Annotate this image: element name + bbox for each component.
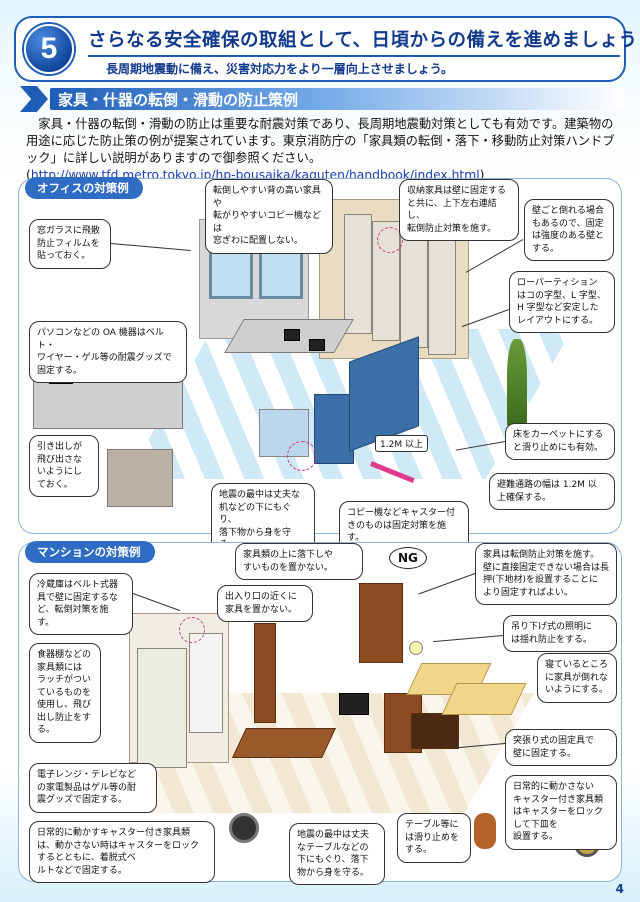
low-partition xyxy=(314,394,354,464)
drawer-cabinet xyxy=(107,449,173,507)
section-header: 5 さらなる安全確保の取組として、日頃からの備えを進めましょう 長周期地震動に備… xyxy=(14,16,637,82)
page-number: 4 xyxy=(615,882,624,896)
callout-partition: ローパーティション はコの字型、L 字型、 H 字型など安定した レイアウトにす… xyxy=(509,271,615,333)
width-tag: 1.2M 以上 xyxy=(375,435,428,452)
leader-line xyxy=(465,239,524,273)
url-open-paren: ( xyxy=(26,168,31,182)
callout-bed: 寝ているところ に家具が倒れな いようにする。 xyxy=(537,653,617,703)
intro-text: 家具・什器の転倒・滑動の防止は重要な耐震対策であり、長周期地震動対策としても有効… xyxy=(26,117,615,165)
callout-copier-placement: 転倒しやすい背の高い家具や 転がりやすいコピー機などは 窓ぎわに配置しない。 xyxy=(205,179,333,254)
leader-line xyxy=(132,593,181,612)
pc-desk xyxy=(33,379,183,429)
callout-microwave: 電子レンジ・テレビなど の家電製品はゲル等の耐 震グッズで固定する。 xyxy=(29,763,157,813)
office-panel: オフィスの対策例 1.2M 以上 窓ガラスに飛散 防止フィルムを 貼っておく。 … xyxy=(18,177,622,558)
callout-carpet: 床をカーペットにする と滑り止めにも有効。 xyxy=(505,423,615,460)
callout-casters-move: 日常的に動かすキャスター付き家具類 は、動かさない時はキャスターをロック すると… xyxy=(29,821,215,883)
callout-on-furniture: 家具類の上に落下しや すいものを置かない。 xyxy=(235,543,363,580)
heading-bar xyxy=(50,88,624,110)
plant xyxy=(507,339,527,429)
callout-brace: 突張り式の固定具で 壁に固定する。 xyxy=(505,729,617,766)
mansion-panel: マンションの対策例 NG 冷蔵庫はベルト式器 具で壁に固定するな ど、転倒対策を… xyxy=(18,541,622,885)
fridge-belt-highlight xyxy=(179,617,205,643)
mansion-label: マンションの対策例 xyxy=(25,541,155,563)
piano xyxy=(411,713,459,749)
intro-paragraph: 家具・什器の転倒・滑動の防止は重要な耐震対策であり、長周期地震動対策としても有効… xyxy=(26,116,618,184)
chevron-right-icon xyxy=(20,86,48,112)
callout-pc: パソコンなどの OA 機器はベルト・ ワイヤー・ゲル等の耐震グッズで 固定する。 xyxy=(29,321,187,383)
storage-cabinet xyxy=(344,214,372,334)
door xyxy=(254,623,276,723)
subsection-heading: 家具・什器の転倒・滑動の防止策例 xyxy=(20,86,624,112)
callout-strong-wall: 壁ごと倒れる場合 もあるので、固定 は強度のある壁と する。 xyxy=(524,199,614,261)
section-number: 5 xyxy=(24,24,74,74)
copier-highlight xyxy=(287,441,317,471)
ng-badge: NG xyxy=(389,547,427,569)
url-close-paren: ) xyxy=(479,168,485,182)
fridge xyxy=(189,633,223,733)
anchor-highlight xyxy=(377,227,403,253)
subsection-title: 家具・什器の転倒・滑動の防止策例 xyxy=(58,91,299,109)
callout-fridge: 冷蔵庫はベルト式器 具で壁に固定するな ど、転倒対策を施す。 xyxy=(29,573,133,635)
monitor xyxy=(284,329,300,341)
callout-nonslip: テーブル等に は滑り止めを する。 xyxy=(397,813,471,863)
callout-lamp: 吊り下げ式の照明に は揺れ防止をする。 xyxy=(503,615,617,652)
non-slip-pad-icon xyxy=(474,813,496,849)
leader-line xyxy=(110,243,191,251)
callout-casters-lock: 日常的に動かさない キャスター付き家具類 はキャスターをロック して下皿を 設置… xyxy=(505,775,617,850)
page-subtitle: 長周期地震動に備え、災害対応力をより一層向上させましょう。 xyxy=(106,62,454,76)
bed xyxy=(441,683,527,715)
storage-cabinet xyxy=(428,235,456,355)
callout-window-film: 窓ガラスに飛散 防止フィルムを 貼っておく。 xyxy=(29,219,111,269)
monitor xyxy=(309,339,325,351)
leader-line xyxy=(433,635,504,643)
office-label: オフィスの対策例 xyxy=(25,177,143,199)
lamp-icon xyxy=(409,641,423,655)
callout-storage-fix: 収納家具は壁に固定する と共に、上下左右連結し、 転倒防止対策を施す。 xyxy=(399,179,519,241)
callout-drawer: 引き出しが 飛び出さな いようにし ておく。 xyxy=(29,435,99,497)
callout-anchor: 家具は転倒防止対策を施す。 壁に直接固定できない場合は長 押(下地材)を設置する… xyxy=(475,543,617,605)
storage-cabinet xyxy=(400,228,428,348)
callout-entrance: 出入り口の近くに 家具を置かない。 xyxy=(217,585,313,622)
callout-cupboard: 食器棚などの 家具類には ラッチがつい ているものを 使用し、飛び 出し防止をす… xyxy=(29,643,101,743)
callout-aisle: 避難通路の幅は 1.2M 以 上確保する。 xyxy=(489,473,615,510)
cupboard xyxy=(137,648,187,768)
tv xyxy=(339,693,369,715)
caster-icon xyxy=(229,813,259,843)
dining-table xyxy=(232,728,336,758)
callout-under-table: 地震の最中は丈夫 なテーブルなどの 下にもぐり、落下 物から身を守る。 xyxy=(289,823,385,885)
tall-cabinet xyxy=(359,583,403,663)
leader-line xyxy=(418,573,476,595)
page-title: さらなる安全確保の取組として、日頃からの備えを進めましょう xyxy=(88,26,637,57)
copier xyxy=(259,409,309,457)
